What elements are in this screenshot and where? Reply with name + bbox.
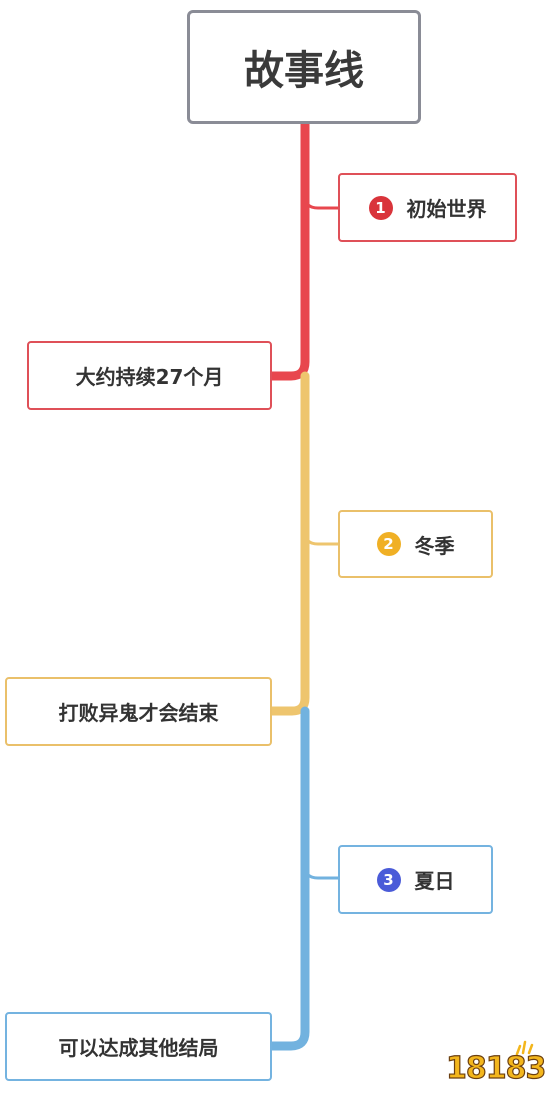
- watermark-logo: 18183: [445, 1040, 547, 1088]
- stage-2-label: 冬季: [414, 533, 455, 558]
- branch-stage-1: [303, 195, 338, 210]
- branch-stage-3: [303, 865, 338, 880]
- stage-3-label: 夏日: [414, 869, 455, 893]
- stage-1-label: 初始世界: [406, 197, 487, 221]
- stage-3-number-badge: 3: [376, 867, 401, 892]
- stage-3-note-text: 可以达成其他结局: [58, 1036, 219, 1060]
- stage-1-number-badge: 1: [368, 195, 393, 220]
- stage-2-note: 打败异鬼才会结束: [5, 677, 272, 746]
- connector-stage-3: [267, 706, 310, 1051]
- stage-2-number-badge: 2: [376, 532, 401, 556]
- stage-2-note-text: 打败异鬼才会结束: [58, 701, 219, 725]
- stage-3-note: 可以达成其他结局: [5, 1012, 272, 1081]
- connector-stage-1: [267, 119, 310, 381]
- sparkle-icon: [515, 1040, 534, 1056]
- stage-3-node: 3 夏日: [338, 845, 493, 914]
- stage-2-node: 2 冬季: [338, 510, 493, 578]
- stage-1-note: 大约持续27个月: [27, 341, 272, 410]
- branch-stage-2: [303, 531, 338, 546]
- watermark-text: 18183: [445, 1050, 547, 1086]
- stage-1-node: 1 初始世界: [338, 173, 517, 242]
- connector-stage-2: [267, 371, 310, 716]
- stage-1-note-text: 大约持续27个月: [75, 365, 224, 389]
- root-title: 故事线: [187, 10, 421, 124]
